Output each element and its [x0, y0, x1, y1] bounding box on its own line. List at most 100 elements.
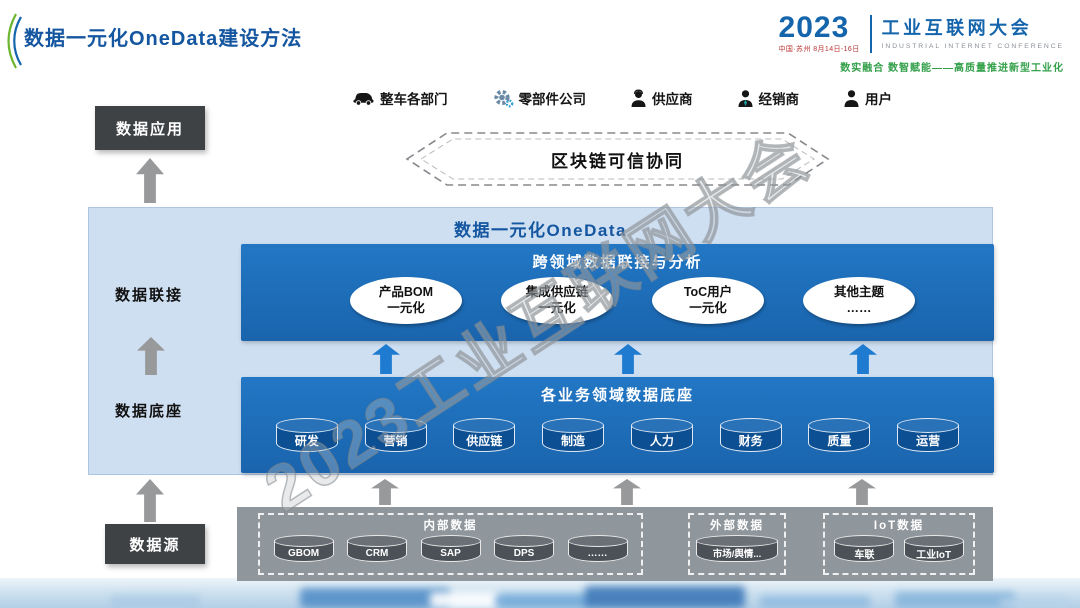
- photo-blob: [300, 588, 450, 608]
- base-cylinder-row: 研发 营销 供应链 制造 人力 财务 质量 运营: [241, 417, 994, 452]
- cylinder-label: 质量: [827, 434, 852, 448]
- blue-up-arrow: [849, 344, 877, 374]
- photo-blob: [760, 596, 870, 608]
- logo-name-en: INDUSTRIAL INTERNET CONFERENCE: [881, 43, 1064, 50]
- actor-row: 整车各部门 零部件公司 供应商 经销商: [352, 88, 892, 108]
- internal-data-group: 内部数据 GBOM CRM SAP DPS ……: [258, 513, 643, 575]
- up-arrow-from-sources: [848, 479, 876, 505]
- header-accent-curves: [7, 13, 22, 69]
- internal-cylinder-row: GBOM CRM SAP DPS ……: [260, 533, 641, 562]
- iot-data-title: IoT数据: [873, 520, 925, 532]
- actor-label: 经销商: [758, 92, 800, 107]
- up-arrow-from-sources: [371, 479, 399, 505]
- actor-label: 整车各部门: [380, 92, 448, 107]
- cylinder-label: 市场/舆情...: [712, 549, 762, 560]
- up-arrow-to-data-application: [136, 158, 164, 203]
- photo-blob: [1000, 598, 1070, 608]
- banner-label: 区块链可信协同: [551, 151, 684, 171]
- banner-hexagon-shape: [405, 132, 830, 186]
- conference-logo: 2023 中国·苏州 8月14日-16日 工业互联网大会 INDUSTRIAL …: [744, 11, 1064, 74]
- analysis-pill-product-bom: 产品BOM 一元化: [350, 277, 462, 324]
- page-title: 数据一元化OneData建设方法: [24, 28, 303, 50]
- data-source-box: 数据源: [105, 524, 205, 564]
- logo-year: 2023: [778, 11, 850, 44]
- dealer-person-icon: [738, 89, 752, 107]
- onedata-title: 数据一元化OneData: [454, 221, 627, 240]
- data-base-label: 数据底座: [114, 403, 183, 420]
- photo-blob: [495, 594, 590, 608]
- blockchain-banner: 区块链可信协同: [405, 131, 830, 187]
- actor-vehicle-departments: 整车各部门: [352, 88, 448, 108]
- analysis-ellipse-row: 产品BOM 一元化 集成供应链 一元化 ToC用户 一元化 其他主题 ……: [241, 277, 994, 324]
- actor-user: 用户: [843, 88, 892, 108]
- analysis-pill-supply-chain: 集成供应链 一元化: [501, 277, 613, 324]
- blue-up-arrow: [372, 344, 400, 374]
- cylinder-label: 营销: [383, 434, 408, 448]
- iot-cylinder-row: 车联 工业IoT: [825, 533, 973, 562]
- cylinder-label: 制造: [561, 434, 586, 448]
- supplier-person-icon: [631, 89, 646, 107]
- actor-label: 零部件公司: [518, 92, 587, 107]
- cylinder-label: CRM: [365, 547, 389, 559]
- logo-name-block: 工业互联网大会 INDUSTRIAL INTERNET CONFERENCE: [882, 14, 1064, 50]
- cross-domain-analysis-box: 跨领域数据联接与分析 产品BOM 一元化 集成供应链 一元化 ToC用户 一元化…: [241, 244, 994, 341]
- pill-line1: 其他主题: [833, 284, 884, 299]
- photo-blob: [585, 586, 745, 608]
- logo-year-block: 2023 中国·苏州 8月14日-16日: [778, 11, 860, 54]
- src-cylinder-sap: SAP: [420, 535, 481, 562]
- cylinder-label: 工业IoT: [916, 549, 952, 561]
- src-cylinder-industrial-iot: 工业IoT: [903, 535, 964, 562]
- analysis-pill-toc-user: ToC用户 一元化: [652, 277, 764, 324]
- up-arrow-from-data-source: [136, 479, 164, 522]
- car-icon: [353, 92, 374, 106]
- src-cylinder-market: 市场/舆情...: [696, 535, 778, 562]
- pill-line1: 产品BOM: [378, 284, 434, 299]
- logo-tagline: 数实融合 数智赋能——高质量推进新型工业化: [840, 62, 1064, 74]
- cylinder-label: ……: [587, 547, 608, 559]
- cylinder-label: 财务: [738, 434, 763, 448]
- db-cylinder-supply-chain: 供应链: [453, 418, 516, 452]
- logo-name: 工业互联网大会: [881, 18, 1033, 38]
- photo-blob: [895, 592, 1015, 608]
- up-arrow-from-sources: [613, 479, 641, 505]
- analysis-box-title: 跨领域数据联接与分析: [532, 254, 703, 271]
- src-cylinder-telematics: 车联: [834, 535, 895, 562]
- photo-blob: [110, 596, 200, 608]
- blue-up-arrow: [614, 344, 642, 374]
- pill-line2: 一元化: [538, 300, 576, 315]
- src-cylinder-dps: DPS: [494, 535, 554, 562]
- db-cylinder-quality: 质量: [808, 418, 871, 452]
- pill-line2: 一元化: [689, 300, 727, 315]
- actor-supplier: 供应商: [630, 88, 693, 108]
- gear-icon: [493, 89, 513, 107]
- data-application-box: 数据应用: [95, 106, 205, 150]
- db-cylinder-operations: 运营: [897, 418, 960, 452]
- sources-panel: 内部数据 GBOM CRM SAP DPS …… 外部数据 市场/舆情... I…: [237, 507, 993, 581]
- onedata-panel: 数据一元化OneData 数据联接 数据底座 跨领域数据联接与分析 产品BOM …: [88, 207, 994, 475]
- actor-dealer: 经销商: [737, 88, 800, 108]
- cylinder-label: 供应链: [466, 434, 503, 448]
- base-box-title: 各业务领域数据底座: [540, 387, 694, 404]
- actor-label: 供应商: [652, 92, 693, 107]
- cylinder-label: 车联: [854, 549, 875, 561]
- logo-venue: 中国·苏州 8月14日-16日: [778, 45, 860, 53]
- src-cylinder-gbom: GBOM: [273, 535, 334, 562]
- src-cylinder-crm: CRM: [347, 535, 407, 562]
- user-person-icon: [844, 89, 859, 107]
- pill-line2: 一元化: [387, 300, 425, 315]
- external-data-group: 外部数据 市场/舆情...: [688, 513, 786, 575]
- up-arrow-base-to-link: [137, 337, 165, 375]
- actor-label: 用户: [865, 92, 892, 107]
- cylinder-label: DPS: [513, 547, 535, 559]
- cylinder-label: GBOM: [287, 547, 320, 559]
- pill-line2: ……: [846, 300, 872, 315]
- bottom-photo-strip: [0, 578, 1080, 608]
- iot-data-group: IoT数据 车联 工业IoT: [823, 513, 975, 575]
- cylinder-label: 运营: [916, 434, 941, 448]
- photo-blob: [430, 592, 500, 608]
- cylinder-label: SAP: [440, 547, 461, 559]
- db-cylinder-marketing: 营销: [364, 418, 427, 452]
- cylinder-label: 人力: [649, 434, 674, 448]
- external-data-title: 外部数据: [710, 520, 764, 532]
